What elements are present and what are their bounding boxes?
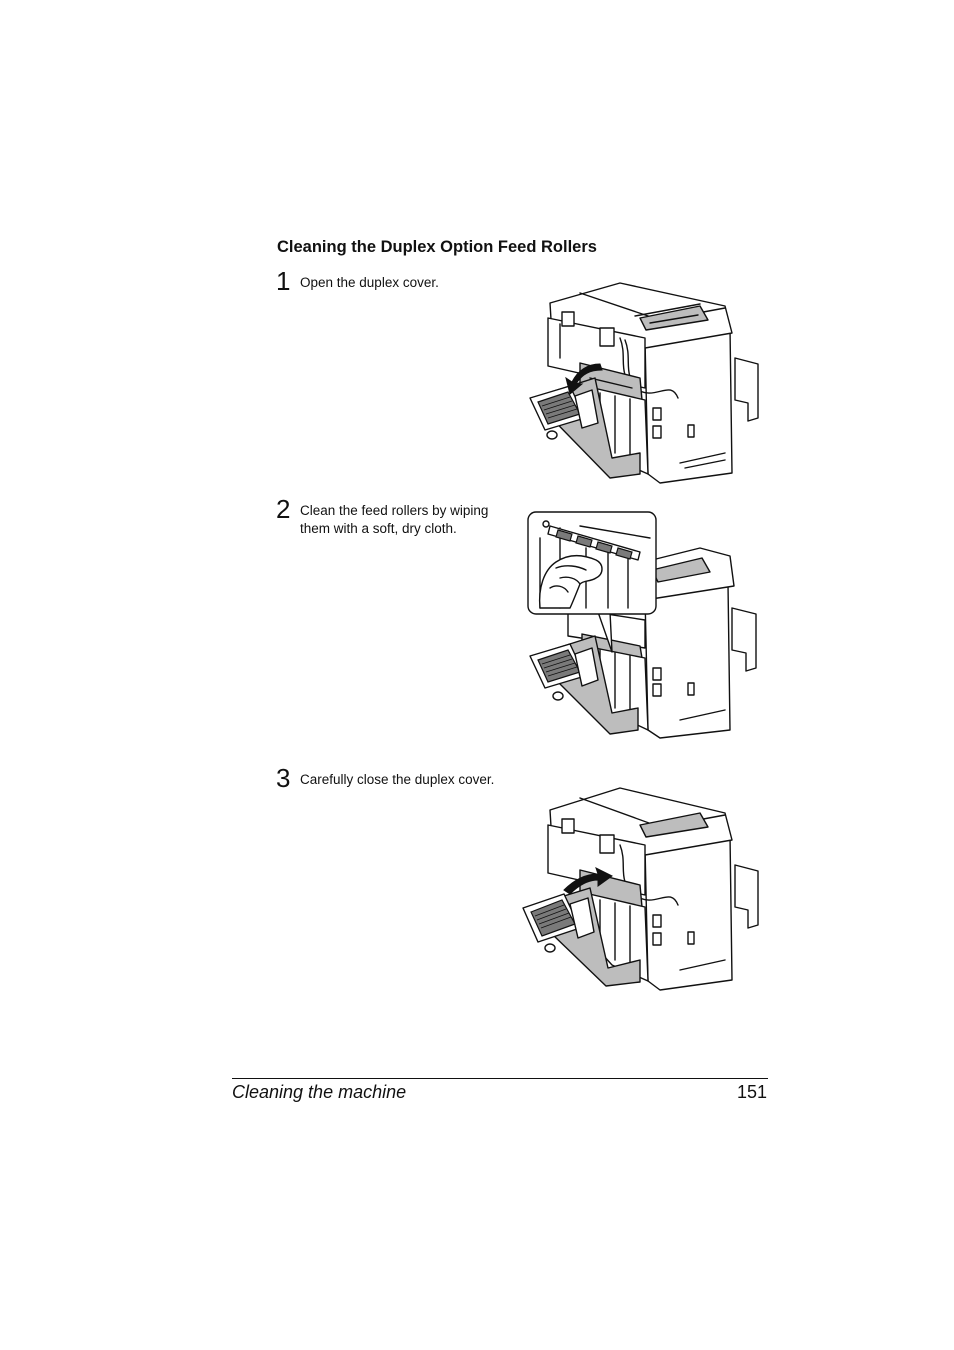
duplex-cover-close-illustration: [522, 787, 759, 991]
step-2-text: Clean the feed rollers by wiping them wi…: [300, 503, 489, 536]
step-3-number: 3: [276, 763, 291, 793]
duplex-cover-open-illustration: [529, 282, 759, 484]
page-number: 151: [737, 1082, 768, 1102]
step-2-number: 2: [276, 494, 291, 524]
feed-roller-cleaning-illustration: [527, 511, 757, 739]
section-title: Cleaning the Duplex Option Feed Rollers: [277, 238, 597, 256]
step-1-text: Open the duplex cover.: [300, 275, 439, 290]
step-1-number: 1: [276, 266, 291, 296]
footer-rule: [232, 1078, 768, 1079]
footer-chapter-title: Cleaning the machine: [232, 1082, 407, 1102]
step-3-text: Carefully close the duplex cover.: [300, 772, 495, 787]
